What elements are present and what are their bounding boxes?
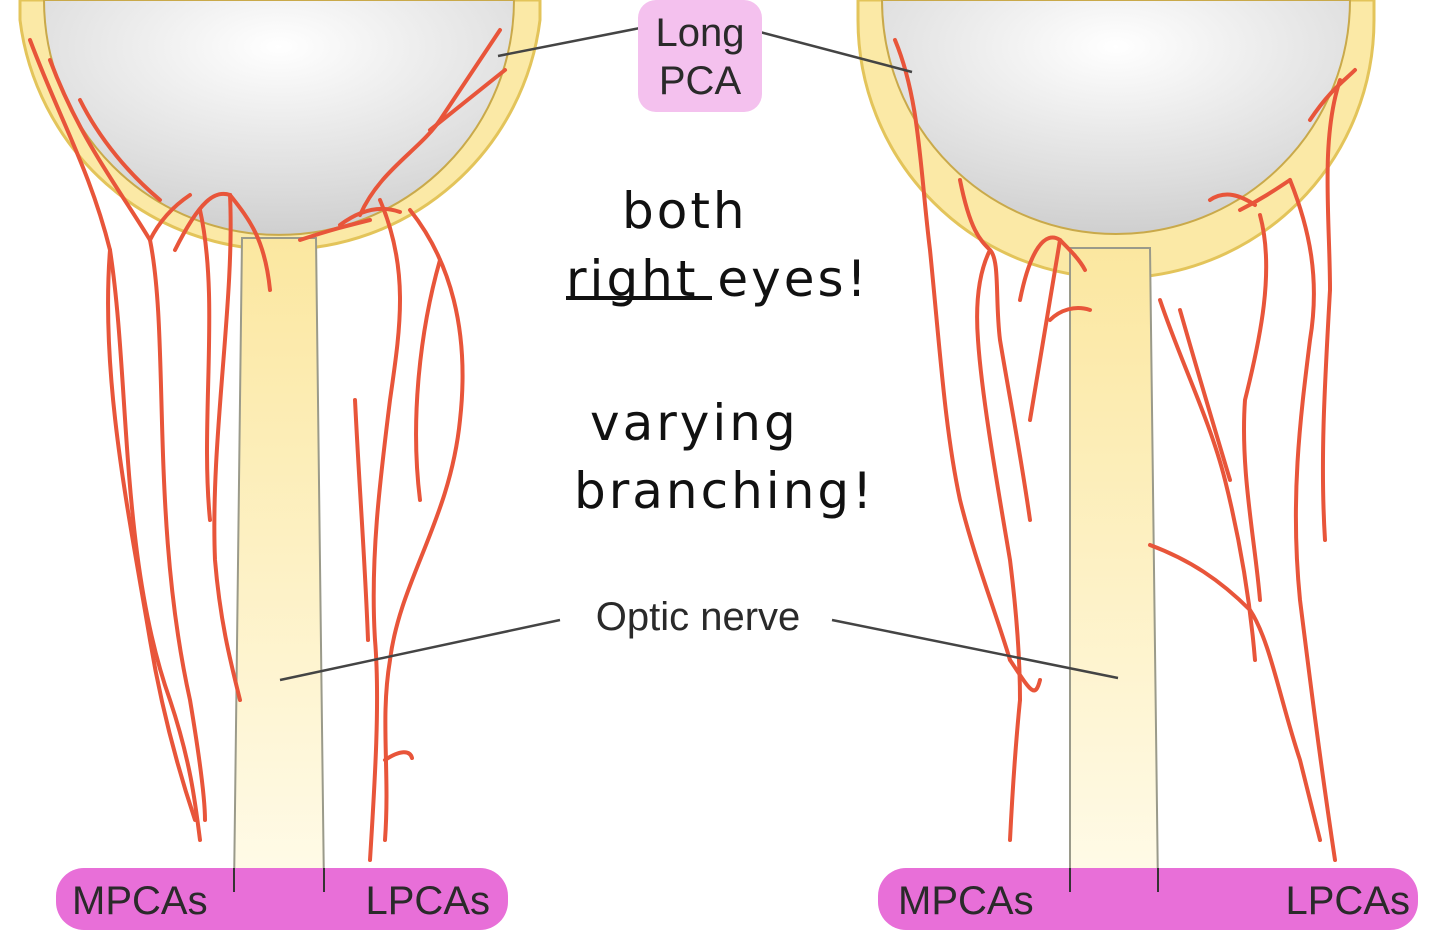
left-lpcas-label: LPCAs [366, 879, 491, 923]
right-eye [856, 0, 1376, 891]
right-bar [878, 868, 1418, 930]
long-pca-box [638, 0, 762, 112]
left-bar [56, 868, 508, 930]
right-arteries [893, 38, 1357, 862]
annotation-branching: branching! [574, 462, 875, 520]
long-pca-label: Long PCA [638, 0, 762, 112]
annotation-both: both [622, 182, 748, 240]
optic-nerve-label: Optic nerve [596, 595, 801, 639]
annotation-eyes: eyes! [698, 250, 869, 308]
right-label-bar: MPCAs LPCAs [878, 868, 1418, 930]
annotation-varying: varying [590, 394, 799, 452]
right-mpcas-label: MPCAs [898, 879, 1034, 923]
left-label-bar: MPCAs LPCAs [56, 868, 508, 930]
right-optic-nerve [1069, 247, 1160, 891]
handwritten-annotations: both right eyes! varying branching! [566, 182, 875, 520]
left-mpcas-label: MPCAs [72, 879, 208, 923]
left-optic-nerve [232, 237, 326, 891]
right-lpcas-label: LPCAs [1286, 879, 1411, 923]
long-pca-line2: PCA [659, 59, 742, 103]
right-globe [880, 0, 1352, 235]
left-arteries [28, 28, 507, 862]
leader-lines [279, 26, 1119, 682]
long-pca-line1: Long [656, 11, 745, 55]
